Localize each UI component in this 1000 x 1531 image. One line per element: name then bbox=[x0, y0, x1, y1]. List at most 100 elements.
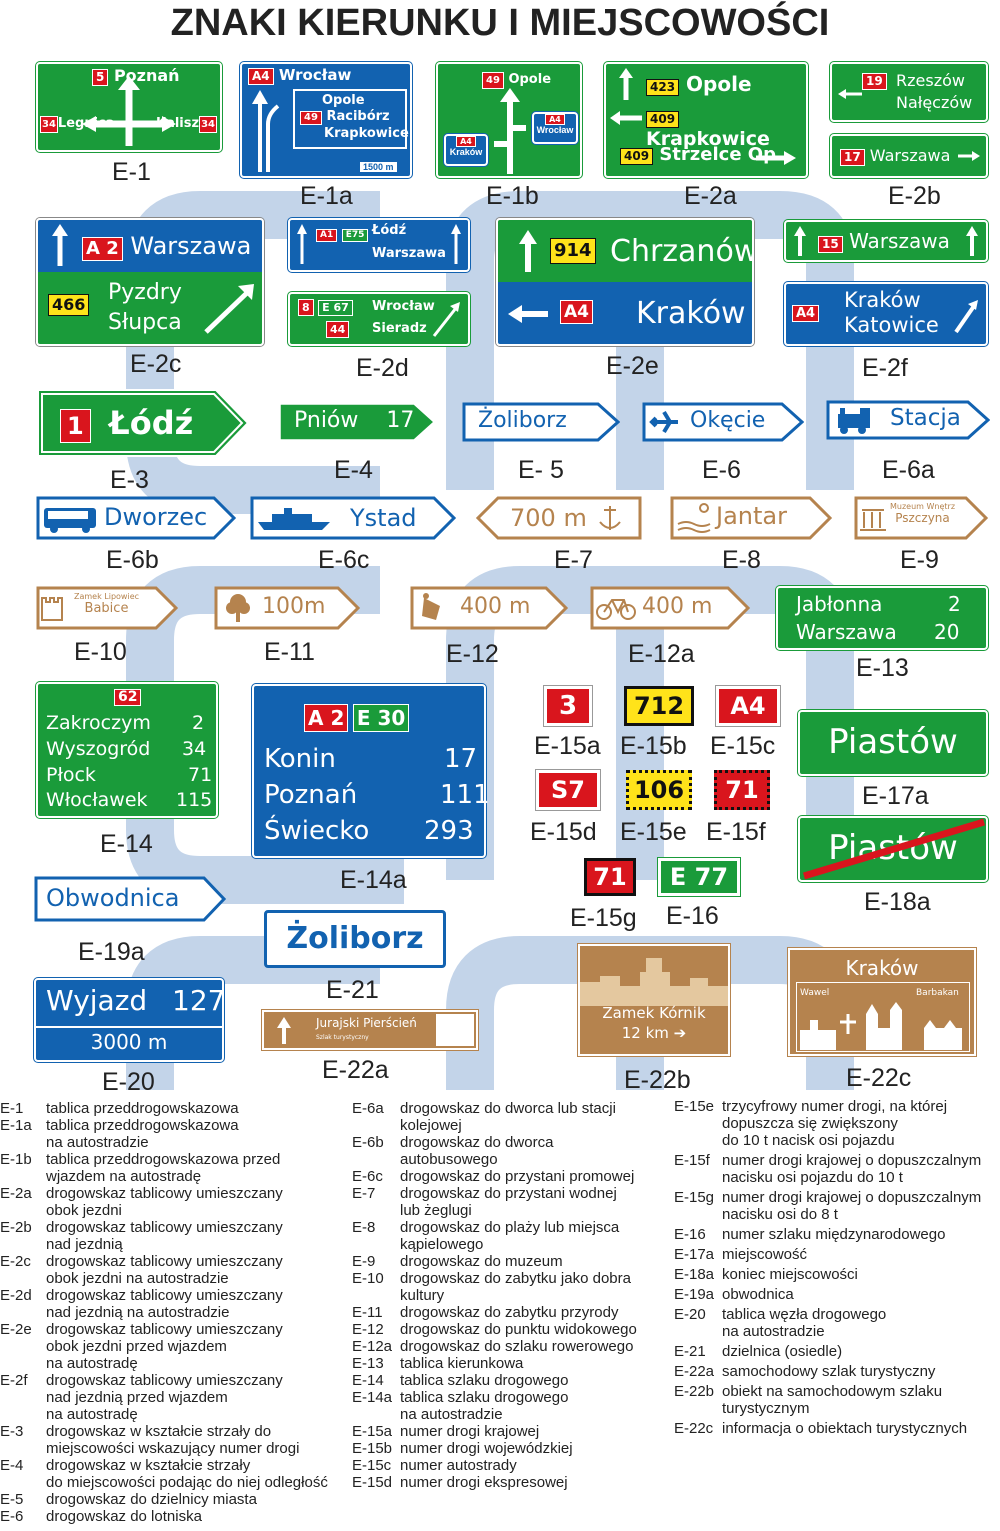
legend-description: obok jezdni przed wjazdem bbox=[46, 1338, 227, 1355]
legend-item: E-6 drogowskaz do lotniska bbox=[0, 1508, 350, 1525]
legend-description: drogowskaz tablicowy umieszczany bbox=[46, 1287, 283, 1304]
sign-e2b-2: 17 Warszawa bbox=[830, 134, 988, 178]
legend-description: na autostradę bbox=[46, 1406, 138, 1423]
legend-description: lub żeglugi bbox=[400, 1202, 472, 1219]
legend-description: samochodowy szlak turystyczny bbox=[722, 1363, 936, 1380]
legend-code: E-15d bbox=[352, 1474, 393, 1491]
legend-code: E-1 bbox=[0, 1100, 24, 1117]
legend-description: tablica węzła drogowego bbox=[722, 1306, 887, 1323]
label-e16: E-16 bbox=[666, 902, 719, 930]
legend-description: na autostradzie bbox=[46, 1134, 149, 1151]
sign-e8: Jantar bbox=[716, 502, 787, 530]
legend-description: obiekt na samochodowym szlaku bbox=[722, 1383, 943, 1400]
legend-description: numer szlaku międzynarodowego bbox=[722, 1226, 946, 1243]
legend-code: E-6 bbox=[0, 1508, 24, 1525]
direction-arrows-icon bbox=[610, 68, 796, 165]
legend-code: E-3 bbox=[0, 1423, 24, 1440]
label-e15e: E-15e bbox=[620, 818, 687, 846]
legend-description: na autostradzie bbox=[722, 1323, 825, 1340]
label-e7: E-7 bbox=[554, 546, 593, 574]
legend-description: drogowskaz tablicowy umieszczany bbox=[46, 1219, 283, 1236]
legend-description: tablica przeddrogowskazowa bbox=[46, 1100, 239, 1117]
legend-description: drogowskaz do punktu widokowego bbox=[400, 1321, 637, 1338]
legend-description: wjazdem na autostradę bbox=[46, 1168, 202, 1185]
sign-e18a: Piastów bbox=[798, 816, 988, 882]
legend-code: E-22c bbox=[674, 1420, 714, 1437]
legend-description: informacja o obiektach turystycznych bbox=[722, 1420, 968, 1437]
arrow-diagonal-icon bbox=[432, 302, 460, 337]
legend-description: na autostradzie bbox=[400, 1406, 503, 1423]
sign-e22b: Zamek Kórnik 12 km ➔ bbox=[577, 943, 731, 1057]
legend-description: drogowskaz do plaży lub miejsca bbox=[400, 1219, 620, 1236]
label-e15b: E-15b bbox=[620, 732, 687, 760]
legend-description: na autostradę bbox=[46, 1355, 138, 1372]
label-e1: E-1 bbox=[112, 158, 151, 186]
arrow-right-icon: ➔ bbox=[673, 1024, 687, 1042]
sign-e8-shape bbox=[670, 496, 832, 540]
legend-code: E-9 bbox=[352, 1253, 376, 1270]
trail-emblem-icon bbox=[436, 1014, 474, 1046]
label-e2d: E-2d bbox=[356, 354, 409, 382]
legend-code: E-13 bbox=[352, 1355, 384, 1372]
legend-code: E-21 bbox=[674, 1343, 706, 1360]
sign-e9-shape bbox=[854, 496, 988, 540]
sign-e22c: Kraków Wawel Barbakan bbox=[787, 947, 977, 1057]
legend-description: drogowskaz w kształcie strzały bbox=[46, 1457, 251, 1474]
legend-description: drogowskaz do lotniska bbox=[46, 1508, 202, 1525]
sign-e7-shape bbox=[476, 496, 642, 540]
legend-description: drogowskaz do zabytku przyrody bbox=[400, 1304, 619, 1321]
legend-code: E-8 bbox=[352, 1219, 376, 1236]
legend-code: E-12 bbox=[352, 1321, 384, 1338]
legend-code: E-2c bbox=[0, 1253, 31, 1270]
sign-e2d-1: A1 E75 Łódź Warszawa bbox=[288, 218, 470, 272]
road-number-e15a: 3 bbox=[543, 685, 593, 727]
label-e20: E-20 bbox=[102, 1068, 155, 1096]
legend-description: tablica kierunkowa bbox=[400, 1355, 524, 1372]
legend-description: miejscowości wskazujący numer drogi bbox=[46, 1440, 300, 1457]
legend-code: E-7 bbox=[352, 1185, 376, 1202]
road-number-e15f: 71 bbox=[714, 770, 770, 810]
legend-code: E-14a bbox=[352, 1389, 393, 1406]
sign-e12a: 400 m bbox=[642, 594, 713, 619]
label-e15c: E-15c bbox=[710, 732, 776, 760]
page-title: ZNAKI KIERUNKU I MIEJSCOWOŚCI bbox=[170, 2, 830, 44]
legend-code: E-4 bbox=[0, 1457, 24, 1474]
legend-description: kolejowej bbox=[400, 1117, 462, 1134]
label-e15d: E-15d bbox=[530, 818, 597, 846]
sign-e6: Okęcie bbox=[690, 408, 766, 433]
legend-description: drogowskaz tablicowy umieszczany bbox=[46, 1321, 283, 1338]
legend-code: E-15f bbox=[674, 1152, 710, 1169]
label-e5: E- 5 bbox=[518, 456, 564, 484]
legend-item: E-22c informacja o obiektach turystycznyc… bbox=[674, 1420, 1000, 1437]
legend-code: E-6b bbox=[352, 1134, 384, 1151]
label-e12a: E-12a bbox=[628, 640, 695, 668]
legend-description: koniec miejscowości bbox=[722, 1266, 858, 1283]
legend-description: obwodnica bbox=[722, 1286, 794, 1303]
legend-description: do 10 t nacisk osi pojazdu bbox=[722, 1132, 895, 1149]
arrow-diagonal-icon bbox=[954, 300, 978, 334]
sign-e17a: Piastów bbox=[798, 710, 988, 776]
legend-description: dopuszcza się zwiększony bbox=[722, 1115, 898, 1132]
sign-e6b: Dworzec bbox=[104, 503, 208, 531]
label-e4: E-4 bbox=[334, 456, 373, 484]
sign-e6c: Ystad bbox=[350, 504, 417, 532]
